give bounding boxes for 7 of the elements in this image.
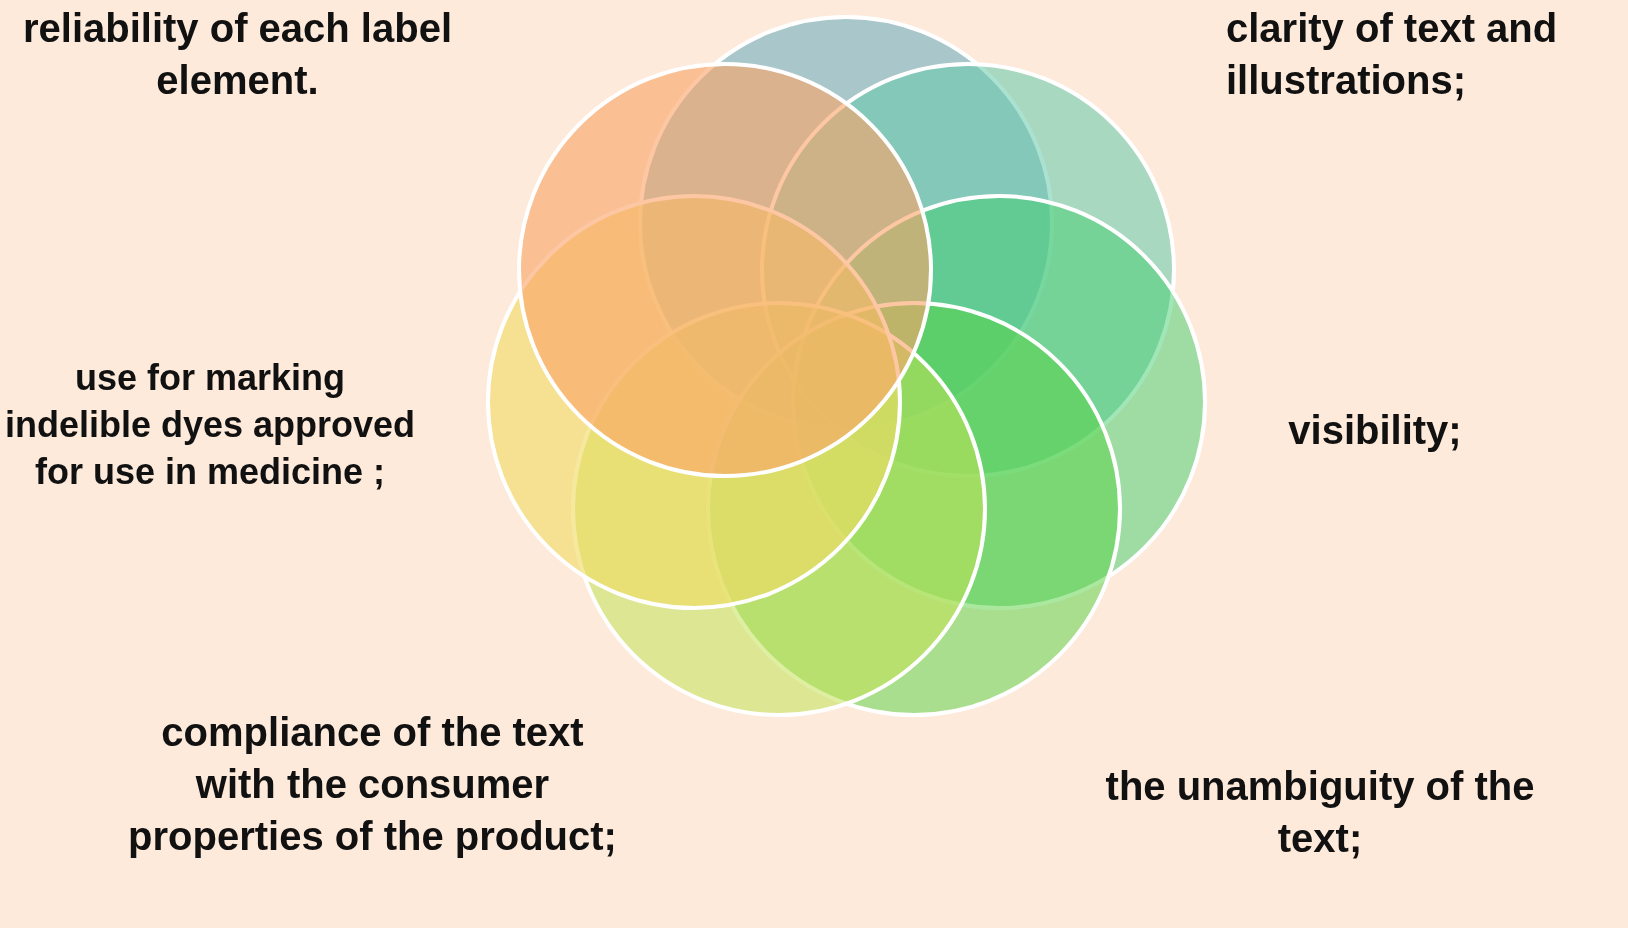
label-text: compliance of the text with the consumer properties of the product; [127,709,618,860]
circle [517,62,933,478]
label-text: the unambiguity of the text; [1104,763,1536,862]
label-text: use for marking indelible dyes approved for use in medicine ; [3,356,417,494]
label-text: visibility; [1287,407,1463,454]
label-text: reliability of each label element. [21,5,453,104]
label-text: clarity of text and illustrations; [1226,5,1559,104]
